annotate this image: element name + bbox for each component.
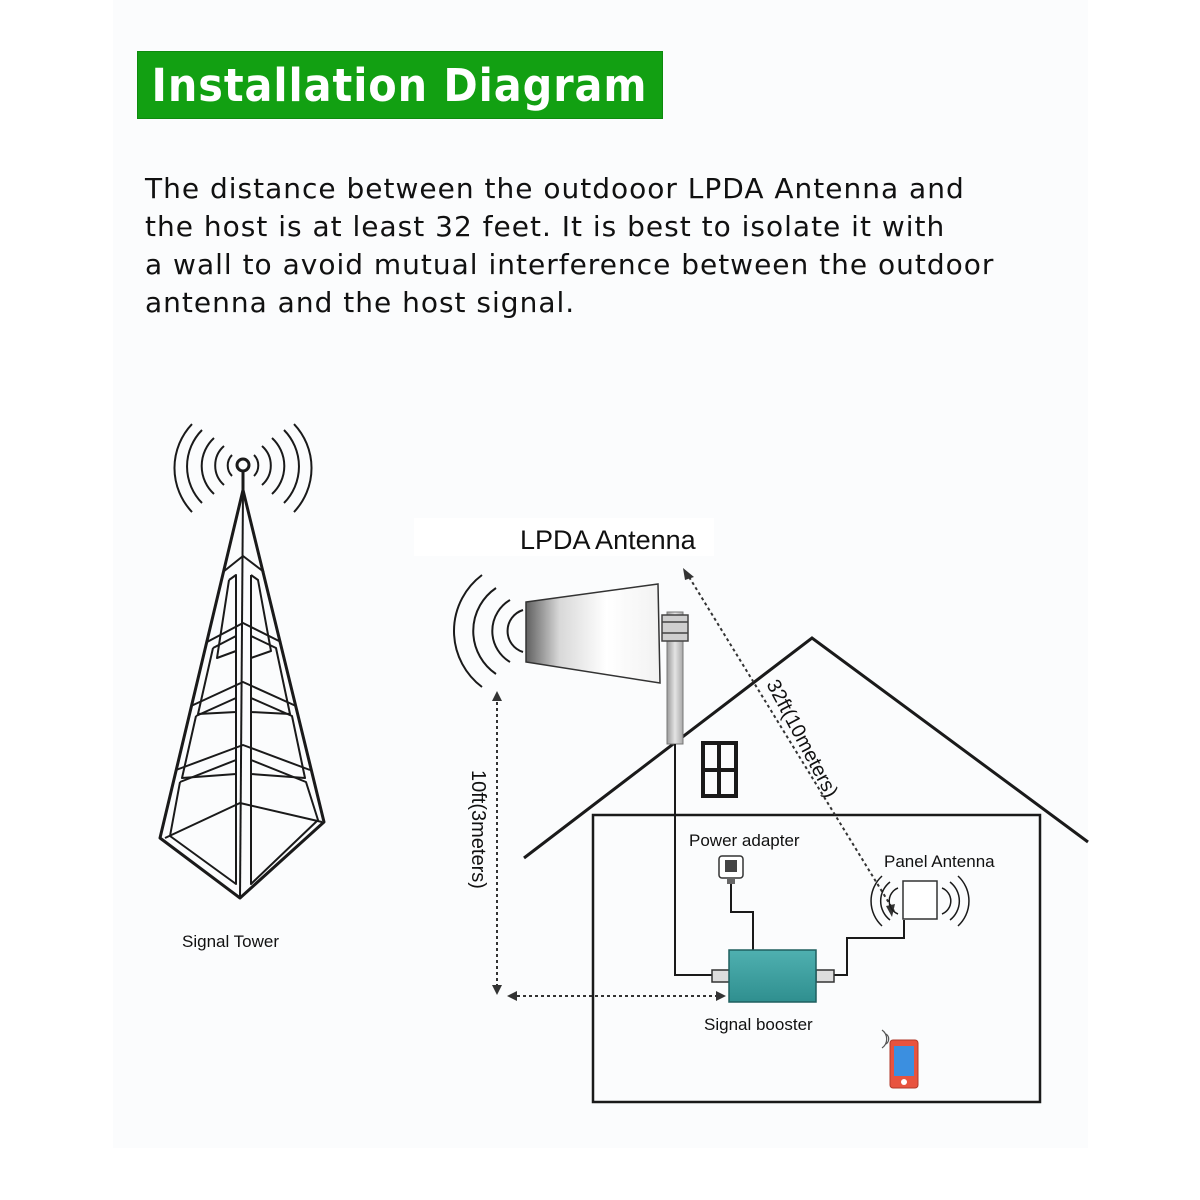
- description-line: antenna and the host signal.: [145, 286, 576, 319]
- house: [523, 636, 1089, 1104]
- lpda-antenna-body: [525, 583, 661, 684]
- distance-32ft-label: 32ft(10meters): [762, 676, 842, 801]
- background-panel: [113, 0, 1088, 1148]
- distance-arrows: [496, 571, 895, 997]
- tower-signal-waves-icon: [173, 423, 313, 513]
- description-line: the host is at least 32 feet. It is best…: [145, 210, 946, 243]
- lpda-label-bg: [414, 518, 714, 556]
- arrow-heads: [492, 568, 895, 1001]
- power-adapter-icon: [718, 855, 744, 884]
- panel-signal-waves-icon: [870, 875, 970, 927]
- signal-booster-label: Signal booster: [704, 1015, 813, 1034]
- cables: [674, 744, 905, 976]
- description: The distance between the outdooor LPDA A…: [145, 170, 1055, 322]
- panel-antenna-label: Panel Antenna: [884, 852, 995, 871]
- power-adapter-label: Power adapter: [689, 831, 800, 850]
- distance-10ft-label: 10ft(3meters): [467, 770, 489, 889]
- description-line: a wall to avoid mutual interference betw…: [145, 248, 995, 281]
- house-roof: [523, 636, 1089, 860]
- lpda-antenna: [453, 574, 689, 745]
- cable-adapter-to-booster: [730, 882, 754, 950]
- cable-booster-to-panel: [834, 920, 905, 976]
- mobile-phone-icon: [881, 1029, 919, 1089]
- signal-tower-label: Signal Tower: [182, 932, 279, 951]
- signal-tower: [158, 423, 326, 900]
- house-wall: [591, 813, 1042, 1104]
- tower-antenna-tip: [235, 457, 251, 473]
- signal-booster: [711, 949, 835, 1003]
- tower-lattice: [164, 489, 323, 899]
- distance-arrow-32ft: [685, 571, 895, 912]
- panel-antenna-body: [902, 880, 938, 920]
- cable-antenna-to-booster: [674, 744, 712, 976]
- lpda-antenna-label: LPDA Antenna: [520, 525, 697, 555]
- page-title: Installation Diagram: [152, 58, 648, 112]
- antenna-clamp: [661, 614, 689, 642]
- booster-connector-left: [711, 969, 731, 983]
- house-window: [701, 741, 738, 798]
- description-line: The distance between the outdooor LPDA A…: [145, 172, 965, 205]
- lpda-signal-waves-icon: [453, 574, 524, 688]
- panel-antenna: [870, 875, 970, 927]
- title-banner: Installation Diagram: [137, 51, 663, 119]
- booster-connector-right: [815, 969, 835, 983]
- booster-body: [728, 949, 817, 1003]
